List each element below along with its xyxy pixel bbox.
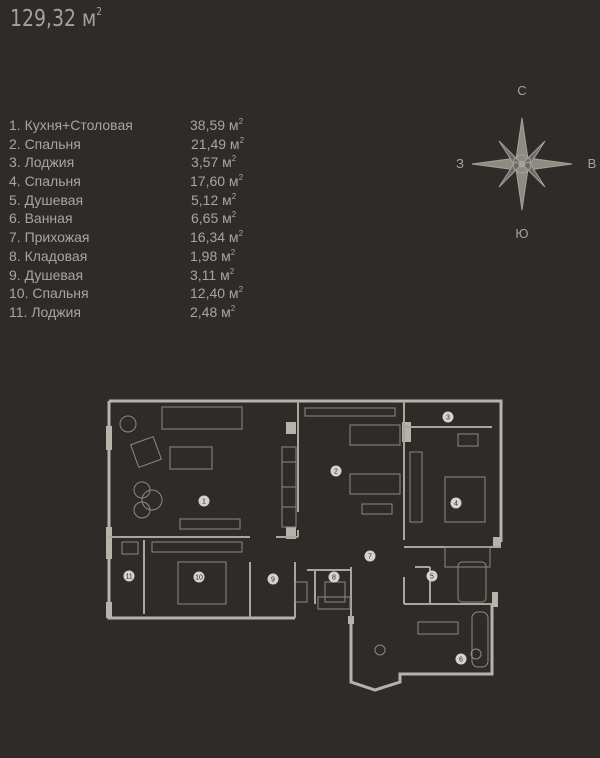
room-area: 17,60 м2	[190, 173, 244, 190]
room-row: 10. Спальня 12,40 м2	[9, 284, 269, 303]
room-name: 2. Спальня	[9, 135, 81, 152]
room-marker-3: 3	[446, 415, 450, 422]
room-area: 16,34 м2	[190, 229, 244, 246]
compass-west: З	[456, 156, 464, 171]
room-area: 5,12 м2	[191, 191, 237, 208]
room-area: 1,98 м2	[190, 247, 236, 264]
total-area-value: 129,32	[10, 6, 76, 32]
room-marker-1: 1	[202, 499, 206, 506]
room-marker-11: 11	[125, 574, 132, 581]
total-area-unit: м	[81, 6, 97, 32]
room-marker-9: 9	[271, 577, 275, 584]
floor-plan: 1 2 3 4 5 6 7 8 9 10 11	[106, 399, 503, 692]
compass-rose-icon: С Ю З В	[456, 83, 597, 240]
room-area: 3,57 м2	[191, 154, 237, 171]
room-name: 3. Лоджия	[9, 154, 75, 171]
room-area: 21,49 м2	[191, 135, 245, 152]
room-name: 1. Кухня+Столовая	[9, 117, 133, 133]
room-area: 3,11 м2	[190, 266, 235, 283]
room-marker-8: 8	[332, 575, 336, 582]
room-area: 12,40 м2	[190, 285, 244, 302]
room-name: 5. Душевая	[9, 191, 84, 208]
compass-south: Ю	[515, 226, 528, 240]
room-row: 3. Лоджия 3,57 м2	[9, 153, 269, 172]
room-name: 10. Спальня	[9, 285, 89, 302]
room-row: 9. Душевая 3,11 м2	[9, 266, 269, 285]
room-marker-6: 6	[459, 657, 463, 664]
room-marker-5: 5	[430, 574, 434, 581]
room-row: 6. Ванная 6,65 м2	[9, 209, 269, 228]
compass-east: В	[588, 156, 597, 171]
room-area: 2,48 м2	[190, 303, 236, 320]
room-name: 6. Ванная	[9, 210, 73, 227]
room-name: 4. Спальня	[9, 173, 81, 190]
room-marker-10: 10	[195, 575, 203, 582]
room-row: 7. Прихожая 16,34 м2	[9, 228, 269, 247]
room-area: 6,65 м2	[191, 210, 237, 227]
room-list: 1. Кухня+Столовая 38,59 м2 2. Спальня 21,4…	[9, 116, 269, 322]
room-row: 2. Спальня 21,49 м2	[9, 135, 269, 154]
room-area: 38,59 м2	[190, 117, 244, 133]
room-name: 8. Кладовая	[9, 247, 88, 264]
room-row: 11. Лоджия 2,48 м2	[9, 303, 269, 322]
total-area: 129,32 м2	[10, 5, 102, 32]
room-marker-2: 2	[334, 469, 338, 476]
room-marker-7: 7	[368, 554, 372, 561]
room-name: 9. Душевая	[9, 266, 84, 283]
room-marker-4: 4	[454, 501, 458, 508]
room-name: 11. Лоджия	[9, 303, 81, 320]
compass-north: С	[517, 83, 526, 98]
room-row: 8. Кладовая 1,98 м2	[9, 247, 269, 266]
room-row: 5. Душевая 5,12 м2	[9, 191, 269, 210]
room-row: 1. Кухня+Столовая 38,59 м2	[9, 116, 269, 135]
room-name: 7. Прихожая	[9, 229, 90, 246]
total-area-power: 2	[96, 5, 102, 18]
room-row: 4. Спальня 17,60 м2	[9, 172, 269, 191]
